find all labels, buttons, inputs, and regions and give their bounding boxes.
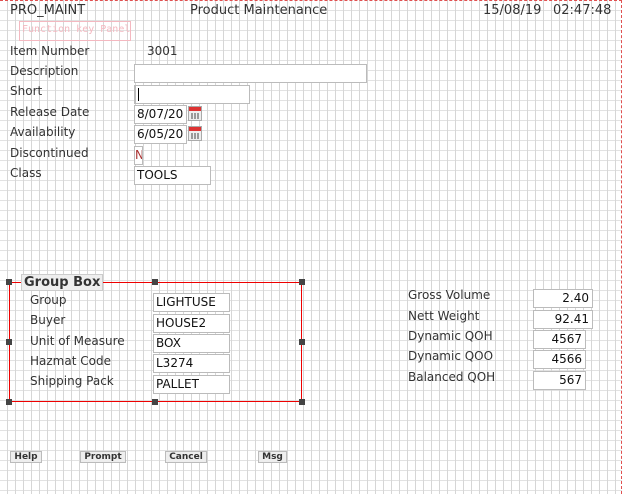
shipping-pack-input[interactable]: PALLET — [153, 375, 230, 394]
discontinued-label: Discontinued — [10, 146, 89, 160]
dynamic-qoh-label: Dynamic QOH — [408, 329, 493, 343]
program-name: PRO_MAINT — [10, 3, 86, 18]
class-input[interactable]: TOOLS — [134, 166, 211, 185]
shipping-pack-label: Shipping Pack — [30, 374, 114, 388]
nett-weight-label: Nett Weight — [408, 309, 480, 323]
calendar-icon[interactable] — [188, 126, 202, 141]
hazmat-code-input[interactable]: L3274 — [153, 354, 230, 373]
unit-of-measure-input[interactable]: BOX — [153, 334, 230, 353]
class-label: Class — [10, 166, 42, 180]
nett-weight-value[interactable]: 92.41 — [533, 310, 593, 329]
description-label: Description — [10, 64, 79, 78]
hazmat-code-label: Hazmat Code — [30, 354, 111, 368]
discontinued-input[interactable]: N — [134, 146, 143, 165]
help-button[interactable]: Help — [10, 451, 42, 463]
resize-handle[interactable] — [152, 279, 158, 285]
resize-handle[interactable] — [152, 399, 158, 405]
group-input[interactable]: LIGHTUSE — [153, 293, 230, 312]
time: 02:47:48 — [553, 3, 612, 18]
availability-input[interactable]: 6/05/20 — [134, 125, 187, 144]
balanced-qoh-label: Balanced QOH — [408, 370, 496, 384]
buyer-label: Buyer — [30, 313, 66, 327]
unit-of-measure-label: Unit of Measure — [30, 334, 125, 348]
release-date-label: Release Date — [10, 105, 90, 119]
prompt-button[interactable]: Prompt — [80, 451, 126, 463]
cancel-button[interactable]: Cancel — [165, 451, 207, 463]
resize-handle[interactable] — [299, 339, 305, 345]
short-input[interactable] — [134, 85, 250, 104]
short-label: Short — [10, 84, 43, 98]
function-key-panel: Function key Panel — [19, 21, 131, 41]
dynamic-qoh-value[interactable]: 4567 — [533, 330, 586, 349]
balanced-qoh-value[interactable]: 567 — [533, 371, 586, 390]
resize-handle[interactable] — [299, 399, 305, 405]
release-date-input[interactable]: 8/07/20 — [134, 105, 187, 124]
msg-button[interactable]: Msg — [258, 451, 287, 463]
page-title: Product Maintenance — [190, 3, 328, 18]
buyer-input[interactable]: HOUSE2 — [153, 314, 230, 333]
item-number-value: 3001 — [147, 44, 178, 58]
dynamic-qoo-label: Dynamic QOO — [408, 349, 494, 363]
availability-label: Availability — [10, 125, 76, 139]
group-label: Group — [30, 293, 67, 307]
function-key-panel-label: Function key Panel — [22, 24, 131, 35]
gross-volume-value[interactable]: 2.40 — [533, 289, 593, 308]
description-input[interactable] — [134, 64, 367, 83]
resize-handle[interactable] — [6, 399, 12, 405]
resize-handle[interactable] — [6, 279, 12, 285]
resize-handle[interactable] — [299, 279, 305, 285]
group-box-title: Group Box — [21, 274, 104, 291]
date: 15/08/19 — [483, 3, 542, 18]
item-number-label: Item Number — [10, 44, 90, 58]
dynamic-qoo-value[interactable]: 4566 — [533, 350, 586, 369]
gross-volume-label: Gross Volume — [408, 288, 491, 302]
resize-handle[interactable] — [6, 339, 12, 345]
text-cursor — [138, 88, 139, 101]
calendar-icon[interactable] — [188, 106, 202, 121]
